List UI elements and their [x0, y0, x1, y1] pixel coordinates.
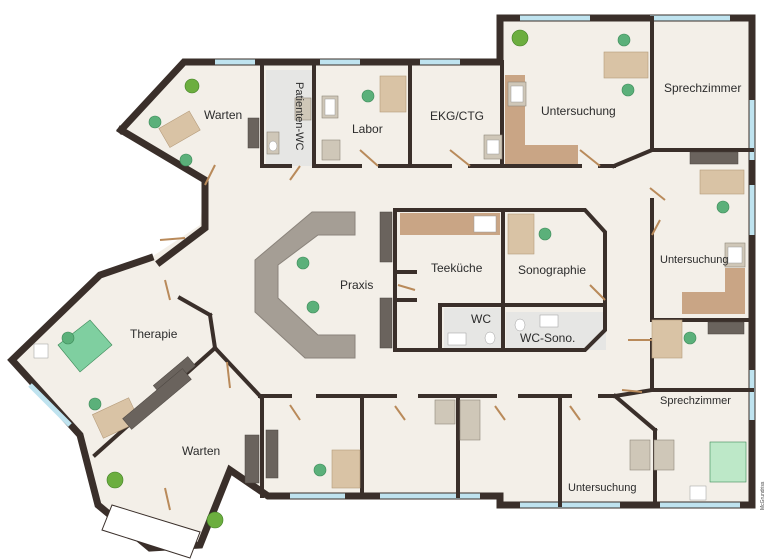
untersuchung-right-furniture: [689, 151, 746, 268]
patienten-wc-fixtures: [266, 97, 312, 155]
doors: [159, 149, 666, 511]
sprechzimmer-bottom-furniture: [651, 319, 747, 501]
room-label-labor: Labor: [352, 122, 383, 136]
bottom-rooms-furniture: [265, 399, 675, 489]
room-label-untersuchung-top: Untersuchung: [541, 104, 616, 118]
sonographie-furniture: [507, 213, 552, 255]
room-label-therapie: Therapie: [130, 327, 178, 341]
windows: [28, 15, 755, 508]
wc-fixtures: [447, 314, 559, 346]
room-label-sprechzimmer-top: Sprechzimmer: [664, 81, 741, 95]
room-label-praxis: Praxis: [340, 278, 373, 292]
teekueche-sink: [473, 215, 497, 233]
reception-desk: [254, 211, 356, 359]
entry-canopy: [101, 504, 201, 559]
room-label-warten-top: Warten: [204, 108, 242, 122]
room-label-untersuchung-bottom: Untersuchung: [568, 482, 637, 494]
room-label-teekueche: Teeküche: [431, 261, 483, 275]
room-label-sonographie: Sonographie: [518, 263, 586, 277]
untersuchung-top-furniture: [507, 29, 649, 107]
room-label-sprechzimmer-bottom: Sprechzimmer: [660, 395, 731, 407]
untersuchung-right-counter: [682, 268, 745, 314]
labor-furniture: [321, 75, 407, 161]
therapie-furniture: [33, 319, 141, 439]
room-label-wc: WC: [471, 312, 491, 326]
room-label-patienten-wc: Patienten-WC: [293, 82, 305, 151]
warten-bottom-furniture: [106, 356, 260, 529]
outer-wall-nw: [116, 125, 209, 267]
warten-top-furniture: [148, 78, 260, 167]
room-label-wc-sono: WC-Sono.: [520, 331, 575, 345]
praxis-furniture: [296, 211, 393, 349]
room-label-ekg: EKG/CTG: [430, 109, 484, 123]
room-label-untersuchung-right: Untersuchung: [660, 254, 729, 266]
room-label-warten-bottom: Warten: [182, 444, 220, 458]
ekg-furniture: [483, 134, 503, 160]
watermark: McGrundriss: [760, 481, 766, 510]
